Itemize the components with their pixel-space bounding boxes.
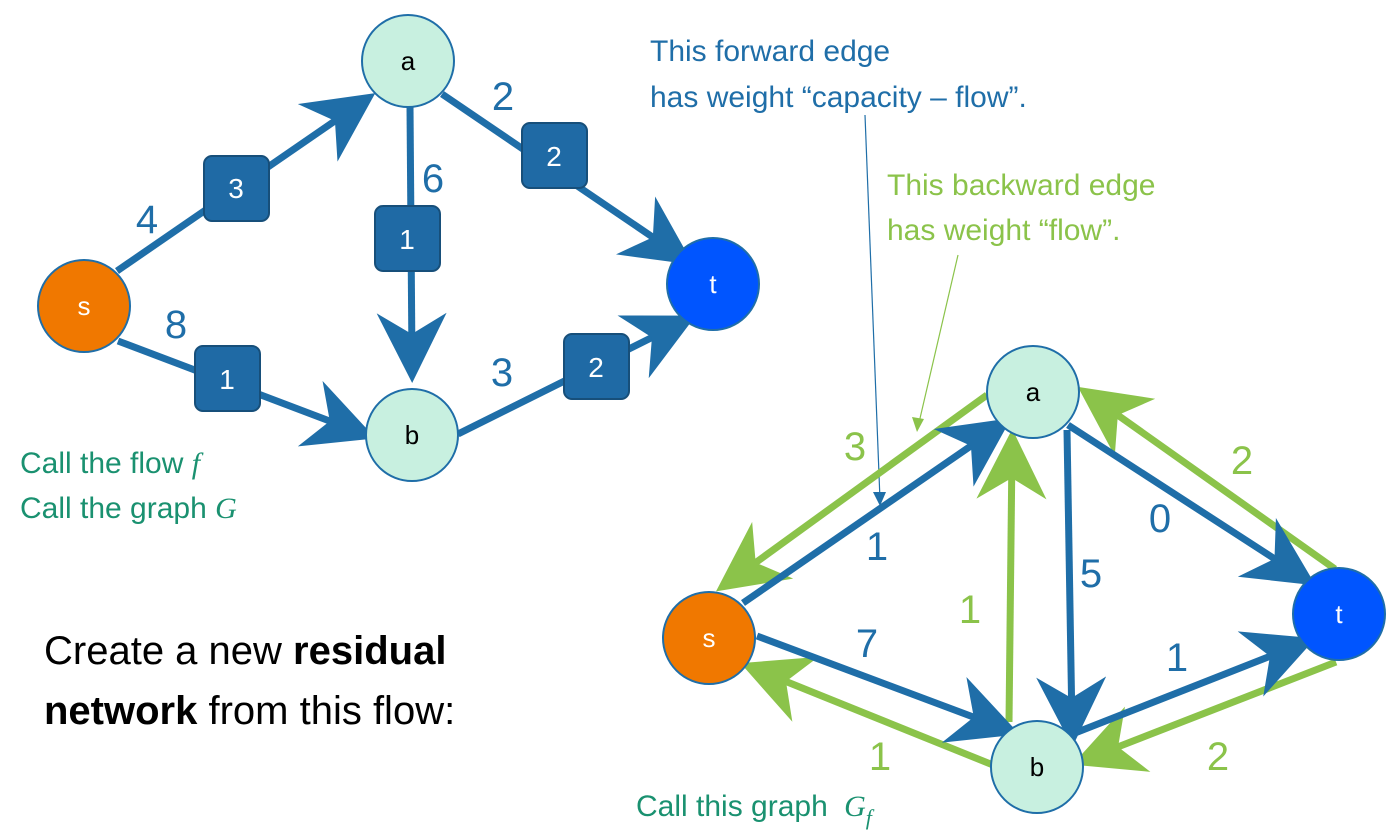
caption-graph-text: Call the graph bbox=[20, 492, 215, 525]
weight-backward-t-a: 2 bbox=[1231, 439, 1253, 483]
caption-residual-subscript: f bbox=[866, 805, 875, 830]
note-backward-line-2: has weight “flow”. bbox=[887, 214, 1120, 247]
node-a-label: a bbox=[401, 46, 416, 76]
weight-forward-s-a: 1 bbox=[866, 525, 888, 569]
pointer-backward-head bbox=[912, 417, 924, 432]
residual-node-t: t bbox=[1292, 567, 1386, 661]
pointer-backward bbox=[917, 254, 959, 428]
node-b: b bbox=[365, 388, 459, 482]
caption-flow-text: Call the flow bbox=[20, 447, 192, 480]
flow-box-s-b: 1 bbox=[194, 345, 261, 412]
instruction-line-1: Create a new residual bbox=[44, 629, 446, 673]
flow-a-t: 2 bbox=[546, 141, 562, 172]
residual-edge-a-s bbox=[715, 392, 990, 592]
caption-graph-symbol: G bbox=[215, 492, 237, 525]
residual-edge-s-a bbox=[741, 418, 1012, 606]
capacity-a-t: 2 bbox=[492, 75, 514, 119]
caption-graph: Call the graph G bbox=[20, 492, 237, 525]
node-a: a bbox=[361, 14, 455, 108]
node-t: t bbox=[666, 237, 760, 331]
weight-forward-s-b: 7 bbox=[856, 622, 878, 666]
node-s: s bbox=[37, 259, 131, 353]
note-backward-line-1: This backward edge bbox=[887, 169, 1155, 202]
residual-edge-a-t bbox=[1066, 422, 1316, 586]
instruction-text-1: Create a new bbox=[44, 629, 293, 673]
instruction-line-2: network from this flow: bbox=[44, 689, 455, 733]
capacity-s-a: 4 bbox=[136, 198, 158, 242]
residual-node-b-label: b bbox=[1030, 752, 1044, 782]
capacity-b-t: 3 bbox=[491, 351, 513, 395]
pointer-forward bbox=[864, 114, 881, 501]
residual-edge-s-b bbox=[755, 632, 1020, 743]
flow-s-a: 3 bbox=[228, 173, 244, 204]
instruction-text-2: from this flow: bbox=[197, 689, 455, 733]
node-s-label: s bbox=[78, 291, 91, 321]
weight-forward-a-t: 0 bbox=[1149, 497, 1171, 541]
flow-box-a-t: 2 bbox=[521, 122, 588, 189]
residual-edge-a-b bbox=[1036, 429, 1107, 747]
caption-flow-symbol: f bbox=[192, 447, 204, 480]
graph-g: 3 1 1 2 2 4 8 6 2 3 s a bbox=[37, 14, 760, 482]
weight-backward-a-s: 3 bbox=[844, 425, 866, 469]
residual-node-b: b bbox=[990, 720, 1084, 814]
flow-s-b: 1 bbox=[219, 364, 235, 395]
flow-box-s-a: 3 bbox=[203, 155, 270, 222]
flow-a-b: 1 bbox=[399, 224, 415, 255]
residual-edge-b-a bbox=[976, 429, 1047, 723]
weight-forward-b-t: 1 bbox=[1166, 636, 1188, 680]
weight-backward-b-a: 1 bbox=[959, 588, 981, 632]
residual-node-s: s bbox=[662, 591, 756, 685]
pointer-forward-head bbox=[873, 492, 886, 506]
flow-b-t: 2 bbox=[588, 352, 604, 383]
weight-backward-b-s: 1 bbox=[869, 735, 891, 779]
residual-node-t-label: t bbox=[1335, 599, 1343, 629]
caption-residual-graph: Call this graph Gf bbox=[636, 790, 875, 830]
caption-residual-symbol: G bbox=[844, 790, 866, 823]
capacity-s-b: 8 bbox=[165, 303, 187, 347]
instruction-bold-1: residual bbox=[293, 629, 446, 673]
caption-flow: Call the flow f bbox=[20, 447, 204, 480]
flow-box-a-b: 1 bbox=[374, 205, 441, 272]
residual-edge-b-s bbox=[740, 656, 995, 769]
caption-residual-text: Call this graph bbox=[636, 790, 836, 823]
capacity-a-b: 6 bbox=[422, 157, 444, 201]
note-forward-line-2: has weight “capacity – flow”. bbox=[650, 81, 1027, 114]
node-b-label: b bbox=[405, 420, 419, 450]
residual-edge-b-t bbox=[1073, 631, 1316, 737]
note-forward-line-1: This forward edge bbox=[650, 35, 890, 68]
weight-forward-a-b: 5 bbox=[1080, 552, 1102, 596]
graph-gf: 1 7 5 0 1 3 1 1 2 2 s a b t bbox=[662, 345, 1386, 814]
flow-box-b-t: 2 bbox=[563, 333, 630, 400]
residual-node-a-label: a bbox=[1026, 377, 1041, 407]
node-t-label: t bbox=[709, 269, 717, 299]
residual-node-s-label: s bbox=[703, 623, 716, 653]
residual-node-a: a bbox=[986, 345, 1080, 439]
residual-edge-t-a bbox=[1077, 386, 1338, 572]
instruction-bold-2: network bbox=[44, 689, 198, 733]
weight-backward-t-b: 2 bbox=[1207, 735, 1229, 779]
